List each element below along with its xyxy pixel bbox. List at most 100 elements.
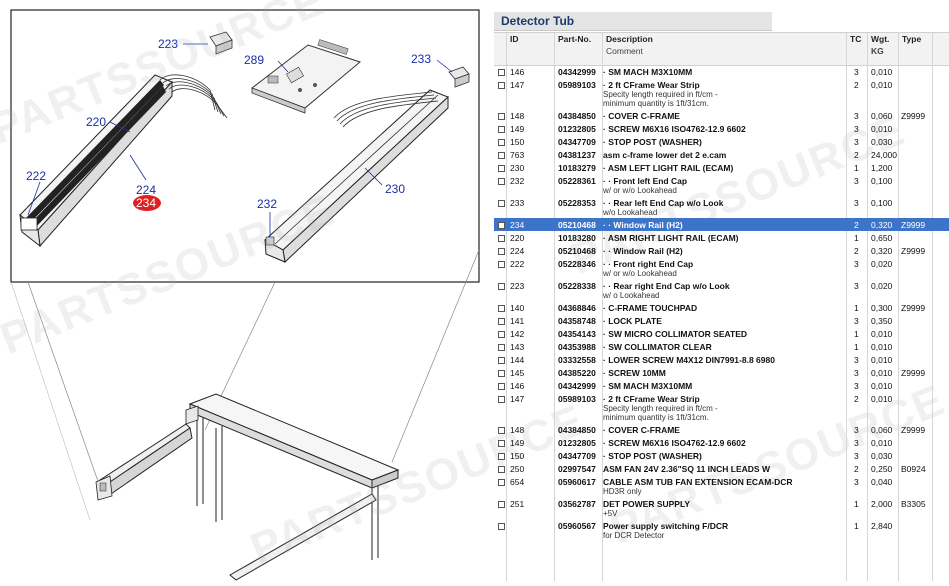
- cell-wgt: 0,650: [871, 233, 893, 243]
- cell-description: · · Front left End Cap: [603, 176, 688, 186]
- cell-description: Power supply switching F/DCR: [603, 521, 729, 531]
- row-checkbox[interactable]: [498, 235, 505, 242]
- row-checkbox[interactable]: [498, 383, 505, 390]
- cell-part-no: 03562787: [558, 499, 596, 509]
- row-checkbox[interactable]: [498, 523, 505, 530]
- cell-wgt: 0,010: [871, 438, 893, 448]
- lower-frame-assembly: [95, 393, 400, 581]
- cell-id: 150: [510, 451, 525, 461]
- cell-description: · LOWER SCREW M4X12 DIN7991-8.8 6980: [603, 355, 775, 365]
- cell-tc: 3: [854, 355, 859, 365]
- row-checkbox[interactable]: [498, 82, 505, 89]
- cell-tc: 1: [854, 163, 859, 173]
- cell-tc: 3: [854, 198, 859, 208]
- cell-description: · · Rear left End Cap w/o Look: [603, 198, 724, 208]
- cell-id: 142: [510, 329, 525, 339]
- row-checkbox[interactable]: [498, 283, 505, 290]
- callout-234[interactable]: 234: [136, 196, 156, 210]
- row-checkbox[interactable]: [498, 453, 505, 460]
- row-checkbox[interactable]: [498, 370, 505, 377]
- header-id[interactable]: ID: [510, 34, 519, 44]
- cell-tc: 3: [854, 438, 859, 448]
- row-checkbox[interactable]: [498, 165, 505, 172]
- header-tc[interactable]: TC: [850, 34, 862, 44]
- row-checkbox[interactable]: [498, 331, 505, 338]
- table-header: ID Part-No. Description Comment TC Wgt. …: [494, 32, 949, 66]
- header-comment: Comment: [606, 46, 643, 56]
- cell-description: asm c-frame lower det 2 e.cam: [603, 150, 727, 160]
- row-checkbox[interactable]: [498, 113, 505, 120]
- cell-tc: 3: [854, 259, 859, 269]
- row-checkbox[interactable]: [498, 357, 505, 364]
- cell-tc: 3: [854, 137, 859, 147]
- cell-part-no: 04347709: [558, 137, 596, 147]
- cell-wgt: 0,320: [871, 220, 893, 230]
- cell-id: 148: [510, 111, 525, 121]
- row-checkbox[interactable]: [498, 318, 505, 325]
- row-checkbox[interactable]: [498, 427, 505, 434]
- row-checkbox[interactable]: [498, 200, 505, 207]
- row-checkbox[interactable]: [498, 69, 505, 76]
- cell-id: 234: [510, 220, 525, 230]
- row-checkbox[interactable]: [498, 126, 505, 133]
- cell-description: · · Window Rail (H2): [603, 220, 683, 230]
- row-checkbox[interactable]: [498, 261, 505, 268]
- cell-tc: 3: [854, 111, 859, 121]
- callout-234-highlight[interactable]: [133, 195, 161, 211]
- cell-wgt: 2,000: [871, 499, 893, 509]
- left-light-rail: [19, 74, 173, 248]
- row-checkbox[interactable]: [498, 396, 505, 403]
- row-checkbox[interactable]: [498, 139, 505, 146]
- cell-comment: Specity length required in ft/cm - minim…: [603, 90, 718, 108]
- row-checkbox[interactable]: [498, 178, 505, 185]
- row-checkbox[interactable]: [498, 501, 505, 508]
- cell-part-no: 04342999: [558, 381, 596, 391]
- header-type[interactable]: Type: [902, 34, 922, 44]
- cell-part-no: 02997547: [558, 464, 596, 474]
- header-part-no[interactable]: Part-No.: [558, 34, 592, 44]
- row-checkbox[interactable]: [498, 222, 505, 229]
- row-checkbox[interactable]: [498, 440, 505, 447]
- callout-233: 233: [411, 52, 431, 66]
- header-description[interactable]: Description: [606, 34, 653, 44]
- row-checkbox[interactable]: [498, 305, 505, 312]
- cell-description: · STOP POST (WASHER): [603, 137, 702, 147]
- header-wgt[interactable]: Wgt.: [871, 34, 890, 44]
- row-checkbox[interactable]: [498, 479, 505, 486]
- cell-type: Z9999: [901, 111, 926, 121]
- row-checkbox[interactable]: [498, 248, 505, 255]
- row-checkbox[interactable]: [498, 466, 505, 473]
- row-checkbox[interactable]: [498, 344, 505, 351]
- cell-wgt: 0,250: [871, 464, 893, 474]
- row-checkbox[interactable]: [498, 152, 505, 159]
